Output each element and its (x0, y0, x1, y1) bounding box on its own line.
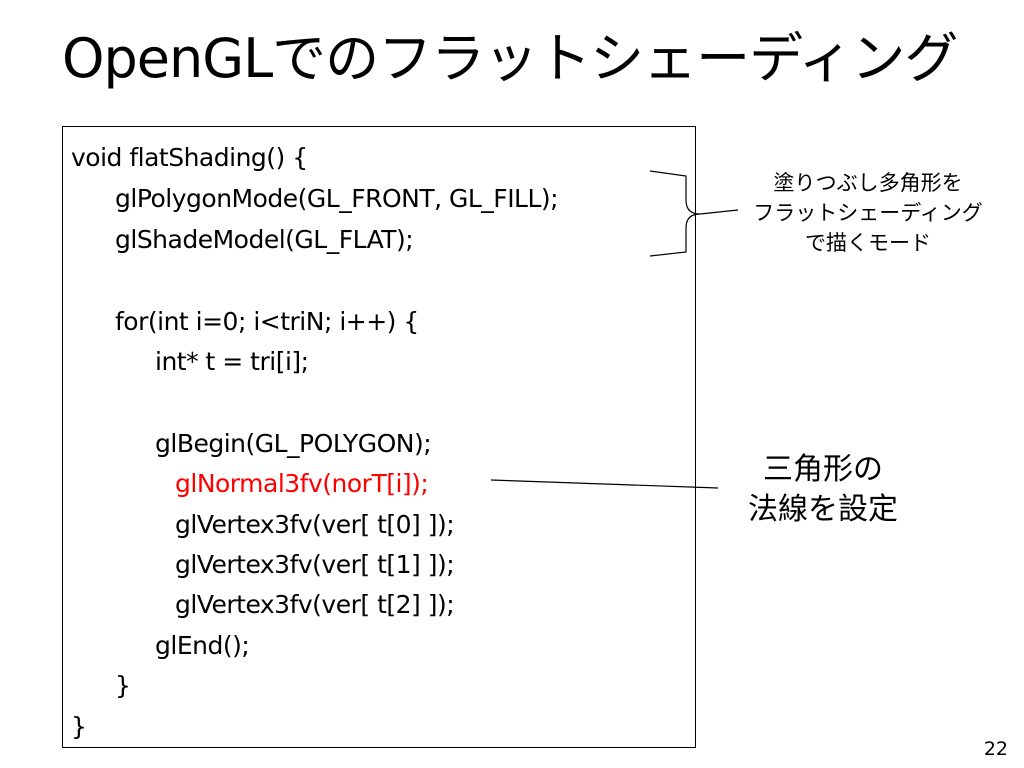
code-line-polygon-mode: glPolygonMode(GL_FRONT, GL_FILL); (115, 184, 559, 213)
annotation-normal-line-1: 三角形の (763, 452, 883, 487)
annotation-normal-line-2: 法線を設定 (748, 492, 898, 527)
shading-mode-leader-line (699, 209, 739, 215)
slide-title: OpenGLでのフラットシェーディング (62, 27, 958, 90)
annotation-shading-mode-line-1: 塗りつぶし多角形を (773, 171, 963, 195)
page-number: 22 (983, 738, 1008, 760)
code-line-function-signature: void flatShading() { (71, 143, 308, 172)
shading-mode-bracket (649, 170, 701, 257)
code-line-gl-begin: glBegin(GL_POLYGON); (155, 429, 432, 458)
annotation-shading-mode: 塗りつぶし多角形を フラットシェーディング で描くモード (736, 168, 1000, 258)
annotation-shading-mode-line-3: で描くモード (805, 231, 931, 255)
code-line-gl-normal: glNormal3fv(norT[i]); (175, 469, 429, 498)
code-line-for-loop: for(int i=0; i<triN; i++) { (115, 307, 419, 336)
code-line-shade-model: glShadeModel(GL_FLAT); (115, 225, 414, 254)
code-line-function-close: } (71, 712, 87, 741)
code-line-gl-vertex-1: glVertex3fv(ver[ t[1] ]); (175, 550, 455, 579)
code-line-gl-vertex-2: glVertex3fv(ver[ t[2] ]); (175, 590, 455, 619)
code-line-gl-end: glEnd(); (155, 631, 250, 660)
code-line-gl-vertex-0: glVertex3fv(ver[ t[0] ]); (175, 510, 455, 539)
annotation-shading-mode-line-2: フラットシェーディング (753, 201, 983, 225)
code-listing-box: void flatShading() { glPolygonMode(GL_FR… (62, 126, 696, 748)
code-line-loop-close: } (115, 671, 131, 700)
code-line-triangle-pointer: int* t = tri[i]; (155, 347, 309, 376)
annotation-normal: 三角形の 法線を設定 (728, 450, 918, 530)
normal-leader-line (490, 479, 719, 489)
